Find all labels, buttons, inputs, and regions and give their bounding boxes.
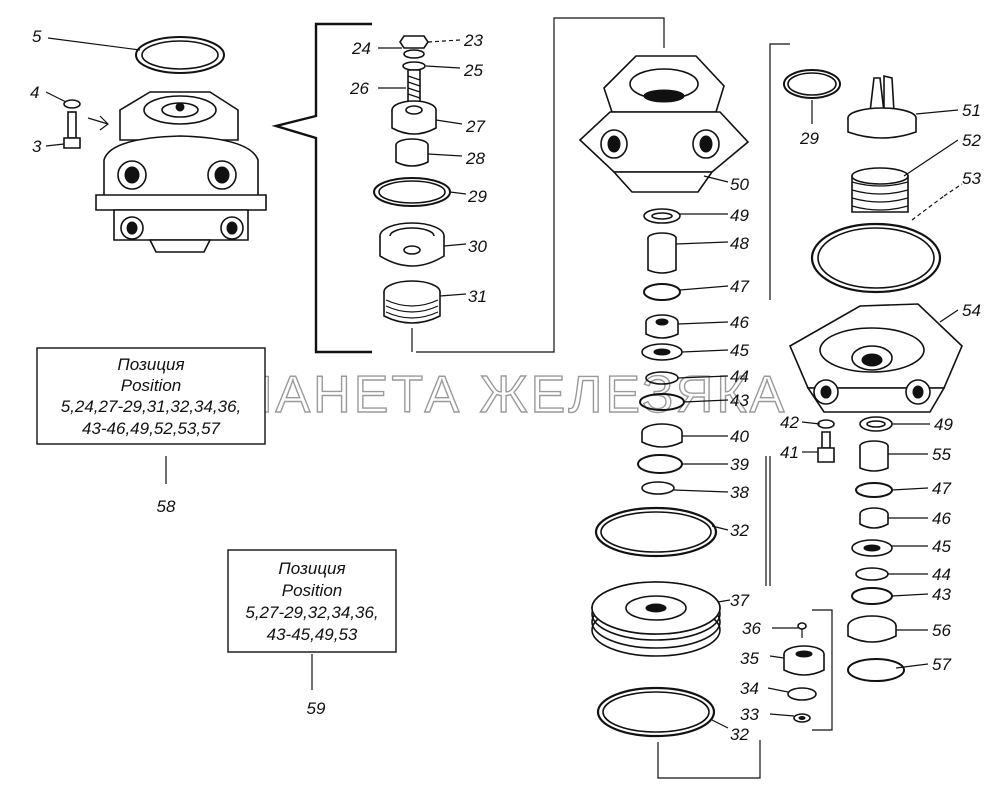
- callout-3: 3: [32, 137, 42, 156]
- callout-55: 55: [932, 445, 951, 464]
- watermark-text: ПЛАНЕТА ЖЕЛЕЗЯКА: [198, 366, 787, 424]
- lower-bracket: [657, 456, 767, 779]
- callout-45-center: 45: [730, 341, 749, 360]
- kit-box-58: Позиция Position 5,24,27-29,31,32,34,36,…: [36, 347, 266, 516]
- kit58-number: 58: [157, 497, 176, 516]
- callout-32-lower: 32: [730, 725, 749, 744]
- callout-47-center: 47: [730, 277, 749, 296]
- right-lower-parts: [817, 416, 905, 682]
- leader-lines: [45, 37, 963, 729]
- kit59-line-4: 43-45,49,53: [267, 625, 358, 644]
- callout-27: 27: [465, 117, 485, 136]
- callout-34: 34: [740, 679, 759, 698]
- kit59-line-1: Позиция: [278, 559, 345, 578]
- callout-53: 53: [962, 169, 981, 188]
- callout-43-center: 43: [730, 391, 749, 410]
- callout-39: 39: [730, 455, 749, 474]
- callout-46-right: 46: [932, 509, 951, 528]
- callout-35: 35: [740, 649, 759, 668]
- parts-23-31: [373, 35, 451, 352]
- callout-45-right: 45: [932, 537, 951, 556]
- callout-48: 48: [730, 234, 749, 253]
- callout-41: 41: [780, 443, 799, 462]
- callout-29-right: 29: [799, 129, 819, 148]
- callout-54: 54: [962, 301, 981, 320]
- bracket-upper-group: [271, 22, 372, 354]
- bracket-33-36: [812, 609, 833, 731]
- callout-40: 40: [730, 427, 749, 446]
- callout-33: 33: [740, 705, 759, 724]
- callout-51: 51: [962, 101, 981, 120]
- callout-31: 31: [468, 287, 487, 306]
- right-bracket: [769, 43, 790, 586]
- cover-50: [578, 55, 750, 193]
- kit58-line-2: Position: [121, 376, 181, 395]
- callout-5: 5: [32, 27, 42, 46]
- callout-56: 56: [932, 621, 951, 640]
- callout-30: 30: [468, 237, 487, 256]
- kit59-line-2: Position: [282, 581, 342, 600]
- connector-lines: [416, 17, 665, 353]
- callout-32-upper: 32: [730, 521, 749, 540]
- callout-26: 26: [349, 79, 369, 98]
- callout-23: 23: [463, 31, 483, 50]
- assembled-valve: [63, 36, 267, 253]
- callout-29-upper: 29: [467, 187, 487, 206]
- callout-37: 37: [730, 591, 749, 610]
- callout-49-right: 49: [934, 415, 953, 434]
- kit59-line-3: 5,27-29,32,34,36,: [245, 603, 378, 622]
- callout-47-right: 47: [932, 479, 951, 498]
- callout-46-center: 46: [730, 313, 749, 332]
- callout-52: 52: [962, 131, 981, 150]
- kit-box-59: Позиция Position 5,27-29,32,34,36, 43-45…: [227, 549, 397, 718]
- callout-36: 36: [742, 619, 761, 638]
- right-upper-parts: [783, 69, 963, 413]
- callout-42: 42: [780, 413, 799, 432]
- kit59-number: 59: [307, 699, 326, 718]
- kit58-line-4: 43-46,49,52,53,57: [82, 419, 221, 438]
- callout-4: 4: [30, 83, 39, 102]
- callout-44-center: 44: [730, 367, 749, 386]
- callout-38: 38: [730, 483, 749, 502]
- callout-44-right: 44: [932, 565, 951, 584]
- callout-24: 24: [351, 39, 371, 58]
- callout-labels: 5 4 3 24 23 25 26 27 28 29 30 31 50 49 4…: [30, 27, 981, 744]
- callout-49-center: 49: [730, 206, 749, 225]
- parts-33-36: [783, 622, 825, 723]
- callout-50: 50: [730, 175, 749, 194]
- kit58-line-1: Позиция: [117, 355, 184, 374]
- callout-43-right: 43: [932, 585, 951, 604]
- central-stack: [591, 208, 721, 738]
- callout-25: 25: [463, 61, 483, 80]
- callout-57: 57: [932, 655, 951, 674]
- callout-28: 28: [465, 149, 485, 168]
- kit58-line-3: 5,24,27-29,31,32,34,36,: [61, 397, 242, 416]
